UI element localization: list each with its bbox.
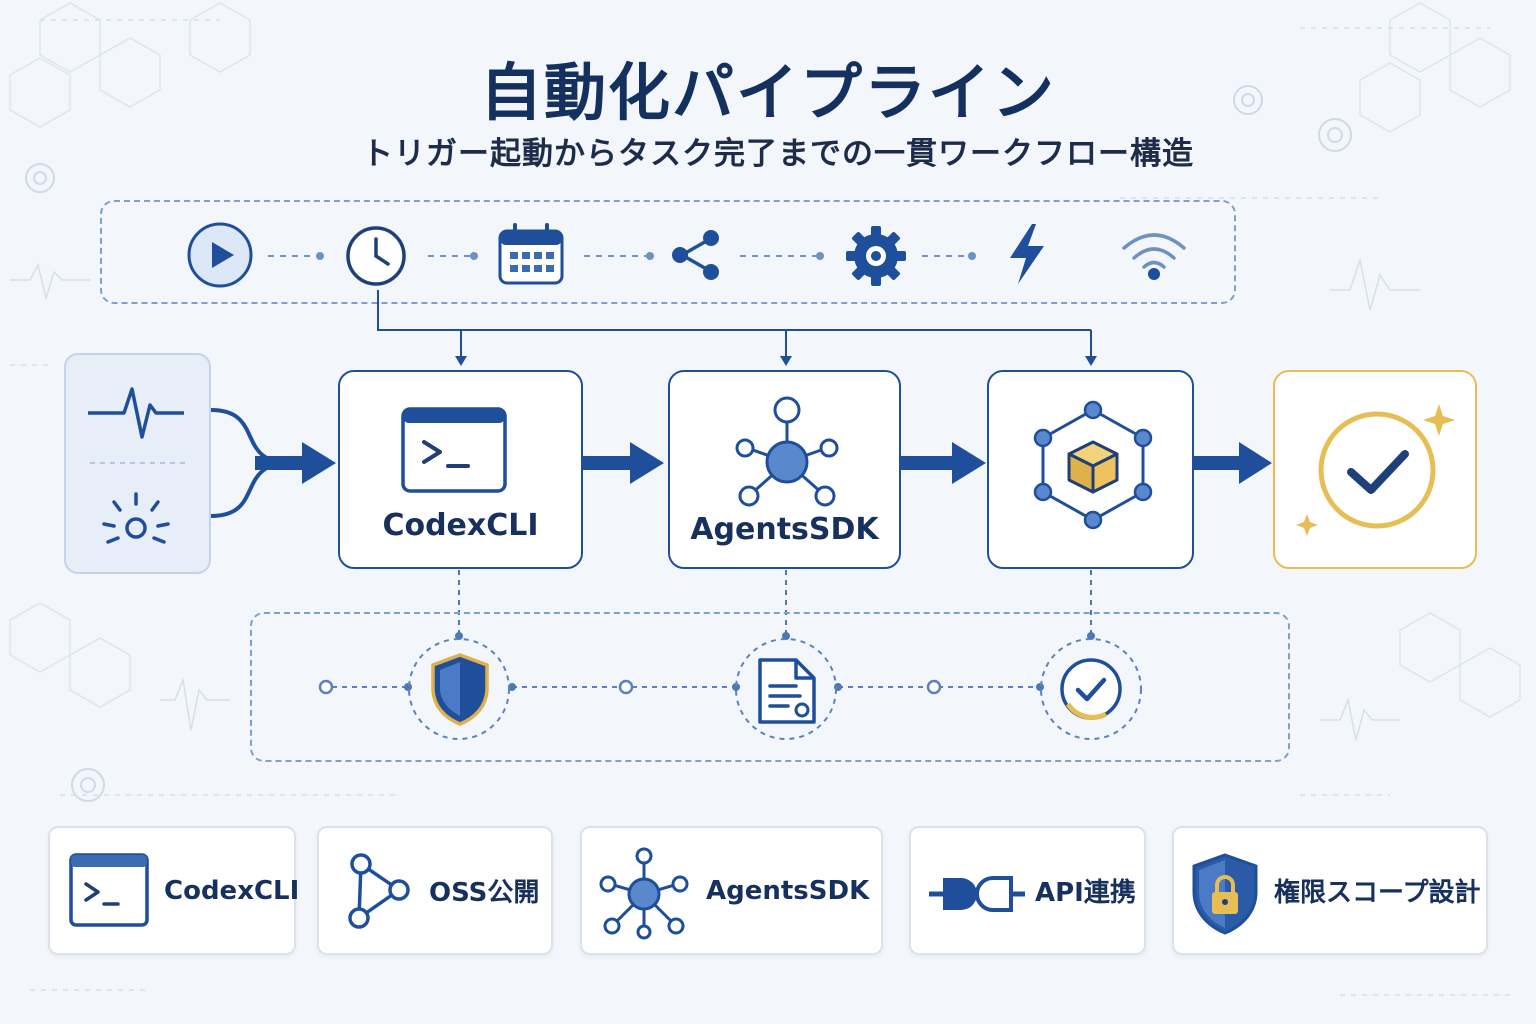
terminal-icon bbox=[69, 853, 149, 927]
page-subtitle: トリガー起動からタスク完了までの一貫ワークフロー構造 bbox=[362, 136, 1194, 172]
check-badge-icon bbox=[1060, 658, 1122, 720]
share-icon bbox=[672, 230, 719, 280]
feature-label: 権限スコープ設計 bbox=[1274, 878, 1481, 908]
verification-row bbox=[250, 612, 1290, 762]
feature-label: API連携 bbox=[1035, 878, 1136, 908]
feature-label: OSS公開 bbox=[429, 878, 540, 908]
agent-network-icon bbox=[735, 396, 839, 507]
terminal-icon bbox=[401, 407, 507, 493]
play-icon bbox=[187, 222, 253, 288]
stage-integration[interactable] bbox=[987, 370, 1194, 569]
plug-icon bbox=[929, 876, 1025, 912]
stage-label: AgentsSDK bbox=[690, 512, 879, 547]
feature-card-agentssdk[interactable]: AgentsSDK bbox=[580, 826, 883, 955]
feature-card-codexcli[interactable]: CodexCLI bbox=[48, 826, 300, 955]
wifi-icon bbox=[1122, 233, 1186, 280]
feature-card-oss[interactable]: OSS公開 bbox=[317, 826, 553, 955]
shield-icon bbox=[431, 653, 489, 726]
sparkle-light-icon bbox=[102, 492, 170, 544]
calendar-icon bbox=[498, 223, 564, 285]
page-title: 自動化パイプライン bbox=[479, 56, 1056, 129]
stage-agentssdk[interactable]: AgentsSDK bbox=[668, 370, 901, 569]
feature-card-permission[interactable]: 権限スコープ設計 bbox=[1172, 826, 1488, 955]
clock-icon bbox=[346, 226, 406, 286]
stage-label: CodexCLI bbox=[382, 508, 539, 543]
lock-shield-icon bbox=[1192, 853, 1258, 935]
gear-icon bbox=[846, 226, 906, 286]
pulse-wave-icon bbox=[88, 387, 184, 439]
graph-nodes-icon bbox=[348, 853, 410, 929]
cube-hexagon-icon bbox=[1033, 400, 1153, 530]
document-icon bbox=[758, 658, 816, 724]
check-circle-icon bbox=[1296, 404, 1455, 536]
feature-label: CodexCLI bbox=[164, 875, 300, 906]
feature-label: AgentsSDK bbox=[706, 875, 870, 906]
feature-card-api[interactable]: API連携 bbox=[909, 826, 1146, 955]
final-stage[interactable] bbox=[1273, 370, 1477, 569]
agent-network-icon bbox=[599, 847, 689, 940]
stage-codexcli[interactable]: CodexCLI bbox=[338, 370, 583, 569]
lightning-icon bbox=[1010, 224, 1044, 284]
